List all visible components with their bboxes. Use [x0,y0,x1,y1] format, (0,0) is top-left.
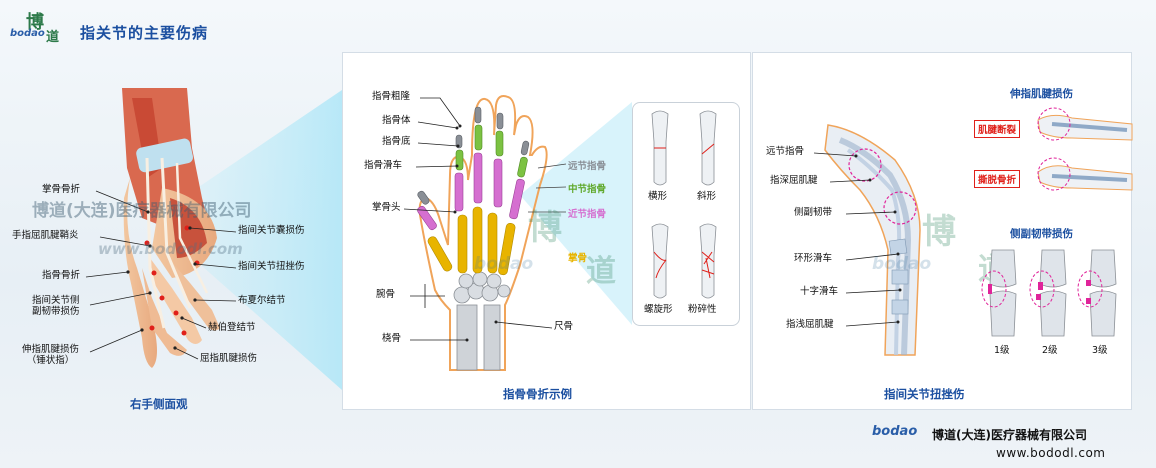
label-collateral: 侧副韧带 [794,207,833,218]
fracture-types-box [632,102,740,326]
label-carpal: 腕骨 [376,289,396,300]
label-radius: 桡骨 [382,333,402,344]
watermark-brand-en-right: bodao [872,254,932,274]
hand-side-view [122,88,220,368]
logo-mark: 博 [26,12,44,33]
label-base: 指骨底 [382,136,411,147]
label-collateral-injury: 指间关节侧 副韧带损伤 [32,295,80,317]
label-flexor-injury: 屈指肌腱损伤 [200,353,258,364]
label-trochlea: 指骨滑车 [364,160,403,171]
grade-3: 3级 [1092,345,1108,356]
legend-middle: 中节指骨 [568,184,607,195]
right-caption: 指间关节扭挫伤 [884,387,965,401]
middle-caption: 指骨骨折示例 [503,387,572,401]
right-leader-lines [813,152,902,327]
watermark-brand-en: bodao [474,254,534,274]
label-phalanx-fracture: 指骨骨折 [42,270,81,281]
label-tuberosity: 指骨粗隆 [372,91,411,102]
legend-distal: 远节指骨 [568,161,607,172]
label-flexor-tenosynovitis: 手指屈肌腱鞘炎 [12,230,79,241]
label-sprain: 指间关节扭挫伤 [238,261,305,272]
logo-mark-2: 道 [46,30,60,45]
right-panel [752,52,1132,410]
rupture-box: 肌腱断裂 [974,120,1021,138]
grade-1: 1级 [994,345,1010,356]
label-head: 掌骨头 [372,202,401,213]
footer-company: 博道(大连)医疗器械有限公司 [932,428,1087,442]
bodao-logo: 博 bodao 道 [8,8,68,45]
watermark-brand-cn: 博 [528,208,562,248]
watermark-brand-cn2: 道 [586,254,616,289]
label-bouchard: 布夏尔结节 [238,295,286,306]
collateral-title: 侧副韧带损伤 [1010,228,1073,240]
legend-leaders [528,163,567,213]
label-extensor-injury: 伸指肌腱损伤 （锤状指） [22,344,80,366]
finger-side-view [824,124,921,356]
label-distal-phalanx: 远节指骨 [766,146,805,157]
fracture-type-transverse: 横形 [648,191,668,202]
extensor-title: 伸指肌腱损伤 [1010,88,1073,100]
logo-word: bodao [10,28,45,39]
collateral-grades [981,249,1117,337]
hand-skeleton [417,95,548,371]
grade-2: 2级 [1042,345,1058,356]
avulsion-box: 撕脱骨折 [974,170,1021,188]
legend-proximal: 近节指骨 [568,209,607,220]
label-capsule-injury: 指间关节囊损伤 [238,225,305,236]
label-heberden: 赫伯登结节 [208,322,256,333]
fracture-type-oblique: 斜形 [697,191,717,202]
middle-leader-lines [403,97,553,342]
page-title: 指关节的主要伤病 [80,24,209,42]
legend-metacarpal: 掌骨 [568,253,588,264]
footer-logo: bodao [872,424,918,439]
watermark-company: 博道(大连)医疗器械有限公司 [32,201,252,221]
fracture-type-comminuted: 粉碎性 [688,304,717,315]
label-body: 指骨体 [382,115,411,126]
left-leader-lines [85,190,237,360]
watermark-url: www.bododl.com [98,240,243,258]
label-ulna: 尺骨 [554,321,574,332]
extensor-fingers [1037,107,1133,191]
fracture-bones [651,110,717,299]
footer-url: www.bododl.com [996,446,1106,460]
label-cruciate: 十字滑车 [800,286,839,297]
fracture-type-spiral: 螺旋形 [644,304,673,315]
label-annular: 环形滑车 [794,253,833,264]
label-fds: 指深屈肌腱 [770,175,818,186]
left-caption: 右手侧面观 [130,397,188,411]
watermark-brand-cn-right: 博 [922,212,956,252]
label-metacarpal-fracture: 掌骨骨折 [42,184,81,195]
label-fdp: 指浅屈肌腱 [786,319,834,330]
